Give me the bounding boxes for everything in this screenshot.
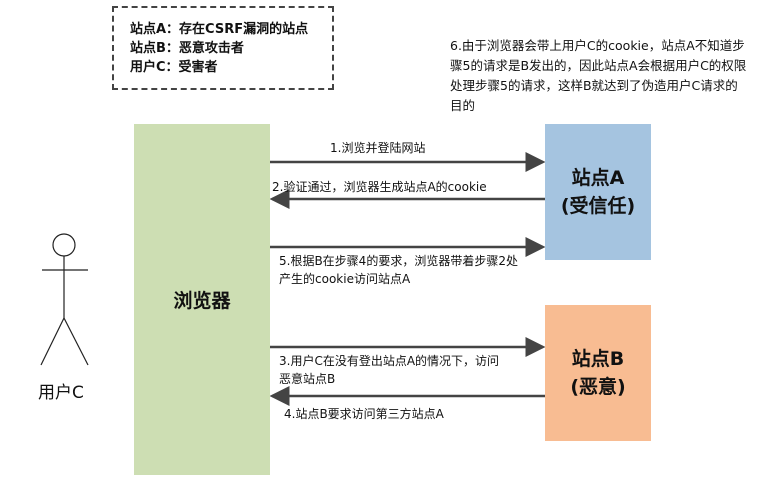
legend-box: 站点A：存在CSRF漏洞的站点 站点B：恶意攻击者 用户C：受害者: [112, 6, 334, 90]
browser-box: 浏览器: [134, 124, 270, 475]
site-a-box: 站点A (受信任): [545, 124, 651, 260]
legend-user-c: 用户C：受害者: [130, 60, 218, 75]
step-6-note: 6.由于浏览器会带上用户C的cookie，站点A不知道步骤5的请求是B发出的，因…: [450, 38, 747, 113]
site-a-name: 站点A: [571, 167, 625, 189]
browser-label: 浏览器: [173, 290, 231, 312]
site-a-role: (受信任): [560, 195, 636, 217]
site-b-name: 站点B: [571, 348, 625, 370]
step-3-label: 3.用户C在没有登出站点A的情况下，访问恶意站点B: [279, 354, 500, 386]
user-c-label: 用户C: [38, 383, 84, 403]
step-1-label: 1.浏览并登陆网站: [330, 141, 426, 155]
stick-figure-icon: [40, 233, 89, 366]
step-4-label: 4.站点B要求访问第三方站点A: [284, 407, 444, 421]
legend-site-b: 站点B：恶意攻击者: [130, 41, 244, 56]
step-2-label: 2.验证通过，浏览器生成站点A的cookie: [272, 180, 487, 194]
step-5-label: 5.根据B在步骤4的要求，浏览器带着步骤2处产生的cookie访问站点A: [279, 254, 518, 286]
site-b-role: (恶意): [570, 376, 626, 398]
site-b-box: 站点B (恶意): [545, 305, 651, 441]
legend-site-a: 站点A：存在CSRF漏洞的站点: [130, 22, 309, 37]
